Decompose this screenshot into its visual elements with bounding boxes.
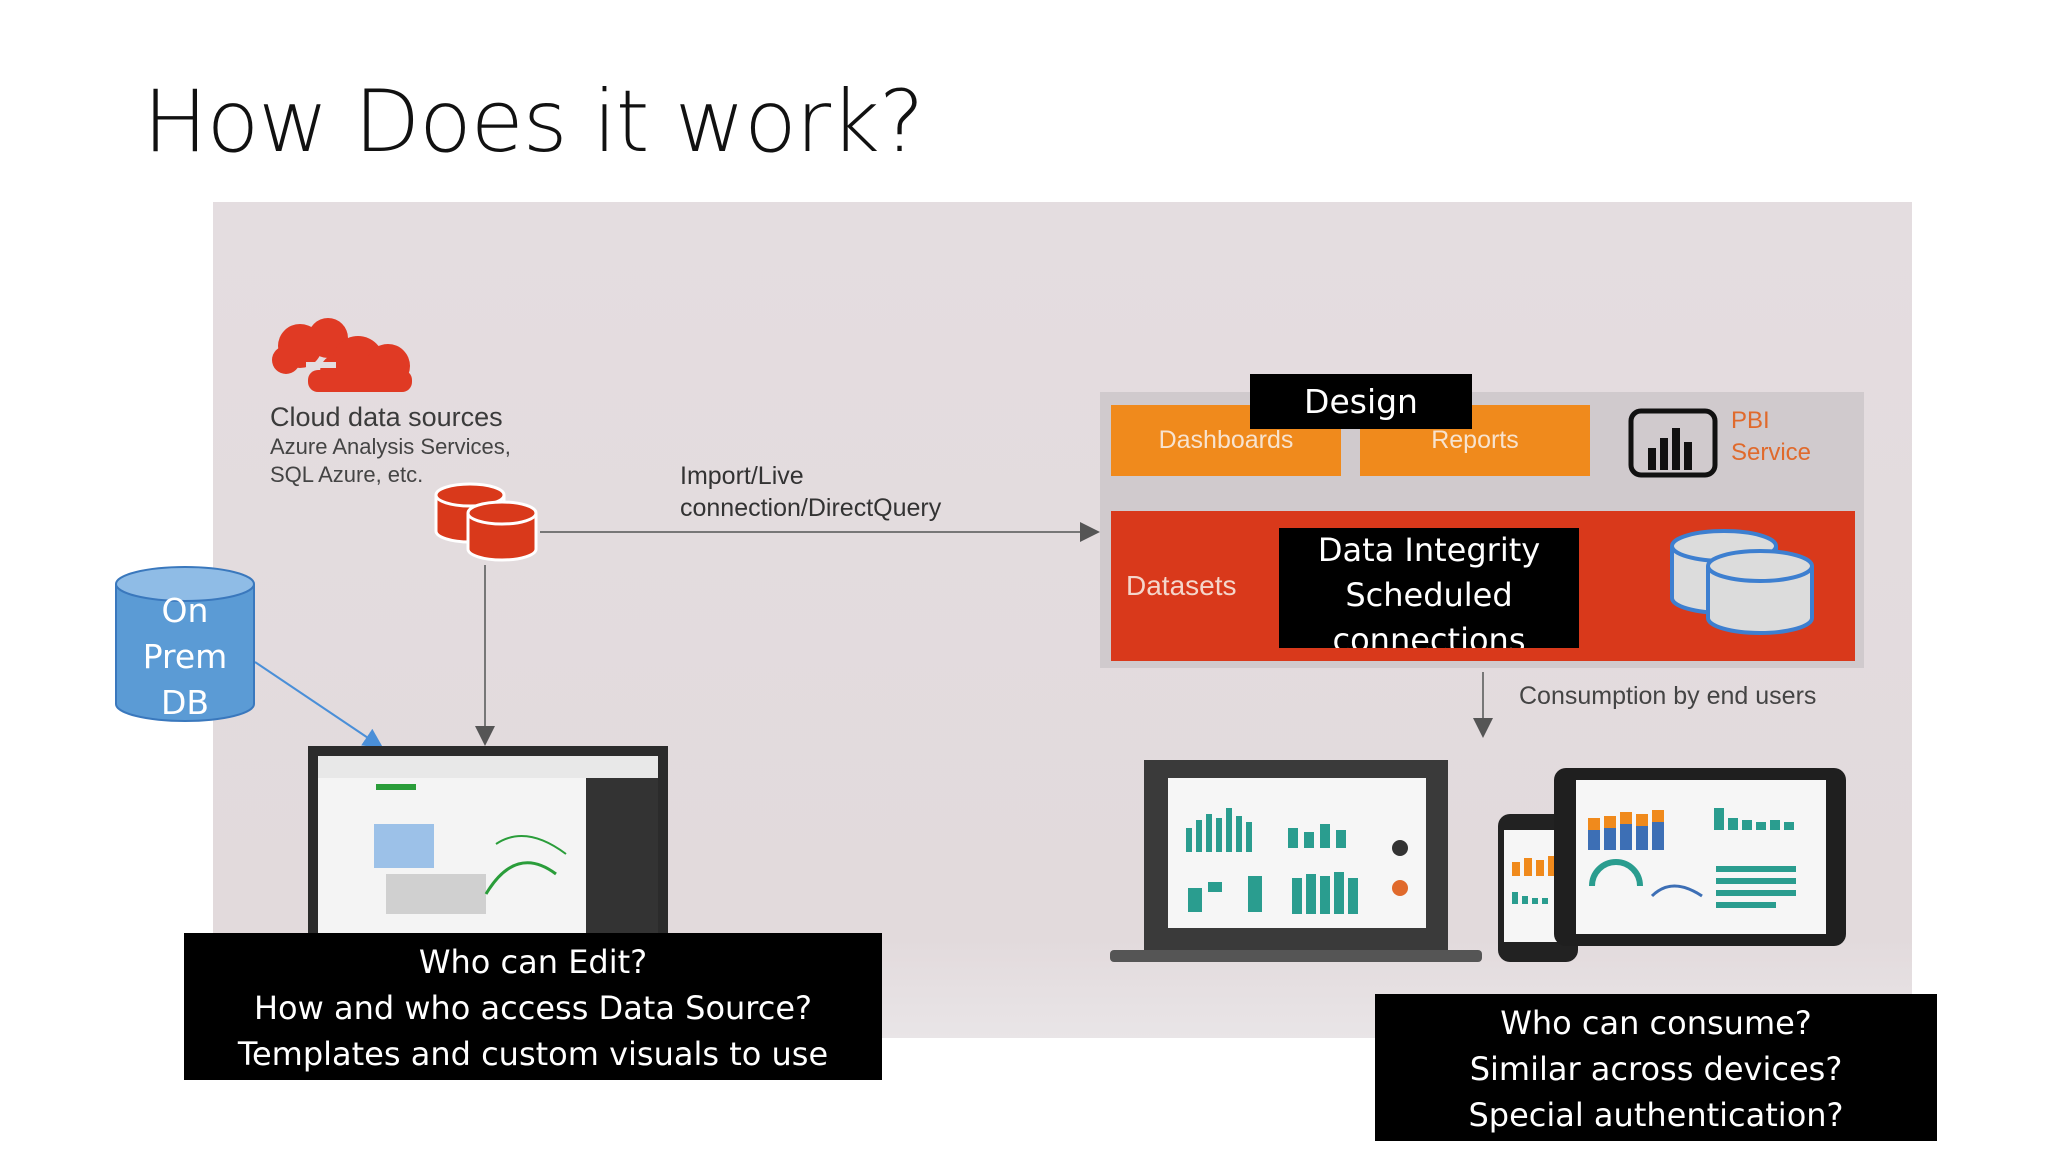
cloud-sources-sub-1: Azure Analysis Services, bbox=[270, 434, 511, 459]
pbi-service-label-2: Service bbox=[1731, 439, 1812, 466]
edit-line: How and who access Data Source? bbox=[253, 989, 813, 1027]
design-callout: Design bbox=[1250, 374, 1472, 429]
on-prem-line: On bbox=[161, 591, 209, 630]
integrity-line: Scheduled bbox=[1345, 576, 1513, 614]
on-prem-line: Prem bbox=[142, 637, 228, 676]
laptop-icon bbox=[1110, 760, 1482, 962]
power-bi-icon bbox=[1628, 408, 1718, 478]
edit-line: Who can Edit? bbox=[418, 943, 648, 981]
datasets-label: Datasets bbox=[1126, 570, 1237, 601]
edit-callout: Who can Edit? How and who access Data So… bbox=[184, 933, 882, 1080]
on-prem-db-label: On Prem DB bbox=[115, 588, 255, 726]
connection-label-2: connection/DirectQuery bbox=[680, 494, 942, 522]
cloud-sources-sub-2: SQL Azure, etc. bbox=[270, 462, 424, 487]
consume-callout: Who can consume? Similar across devices?… bbox=[1375, 994, 1937, 1141]
consume-line: Who can consume? bbox=[1500, 1004, 1812, 1042]
database-icon bbox=[1670, 529, 1814, 635]
tablet-icon bbox=[1554, 768, 1846, 946]
integrity-line: Data Integrity bbox=[1317, 531, 1541, 569]
integrity-line: connections bbox=[1332, 621, 1526, 648]
consume-line: Similar across devices? bbox=[1469, 1050, 1843, 1088]
data-integrity-callout: Data Integrity Scheduled connections bbox=[1279, 528, 1579, 648]
pbi-service-label-1: PBI bbox=[1731, 407, 1770, 434]
database-icon bbox=[434, 482, 538, 562]
consumption-label: Consumption by end users bbox=[1519, 682, 1817, 710]
cloud-icon bbox=[272, 318, 412, 392]
laptop-icon bbox=[308, 746, 668, 938]
connection-label-1: Import/Live bbox=[680, 462, 804, 490]
edit-line: Templates and custom visuals to use bbox=[237, 1035, 829, 1073]
database-icon bbox=[115, 566, 255, 722]
on-prem-line: DB bbox=[160, 683, 210, 722]
consume-line: Special authentication? bbox=[1468, 1096, 1844, 1134]
cloud-sources-label: Cloud data sources bbox=[270, 402, 503, 432]
slide-title: How Does it work? bbox=[143, 72, 925, 172]
